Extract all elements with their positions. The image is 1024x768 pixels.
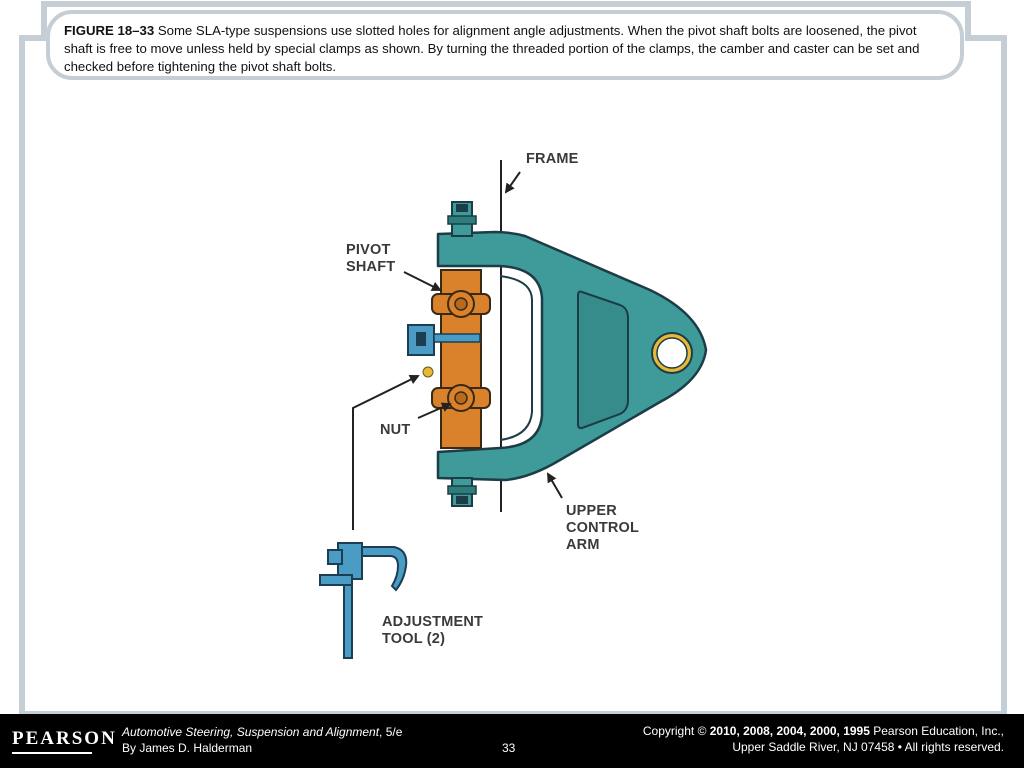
pearson-logo: PEARSON bbox=[12, 728, 117, 749]
figure-caption: FIGURE 18–33 Some SLA-type suspensions u… bbox=[64, 22, 946, 76]
pivot-shaft-leader bbox=[403, 271, 442, 291]
copyright-holder: Pearson Education, Inc., bbox=[869, 724, 1004, 738]
caption-body: Some SLA-type suspensions use slotted ho… bbox=[64, 23, 920, 74]
bottom-bolt bbox=[447, 477, 477, 507]
copyright: Copyright © 2010, 2008, 2004, 2000, 1995… bbox=[643, 723, 1004, 755]
label-frame: FRAME bbox=[526, 151, 579, 167]
book-title-text: Automotive Steering, Suspension and Alig… bbox=[122, 725, 380, 739]
top-bolt bbox=[447, 201, 477, 237]
label-nut: NUT bbox=[380, 422, 411, 438]
copyright-years: 2010, 2008, 2004, 2000, 1995 bbox=[709, 724, 870, 738]
upper-control-arm bbox=[436, 230, 708, 482]
suspension-diagram bbox=[319, 160, 708, 659]
copyright-prefix: Copyright © bbox=[642, 724, 710, 738]
book-title: Automotive Steering, Suspension and Alig… bbox=[122, 725, 402, 739]
author: By James D. Halderman bbox=[122, 741, 253, 755]
small-yellow-dot bbox=[422, 366, 434, 378]
tool-leader bbox=[352, 375, 420, 530]
logo-underline bbox=[12, 752, 92, 754]
book-edition: , 5/e bbox=[379, 725, 403, 739]
nut-leader bbox=[417, 402, 452, 419]
label-adjustment-tool: ADJUSTMENT TOOL (2) bbox=[382, 614, 484, 647]
copyright-line2: Upper Saddle River, NJ 07458 • All right… bbox=[732, 740, 1004, 754]
label-upper-control-arm: UPPER CONTROL ARM bbox=[566, 503, 640, 553]
adjustment-tool bbox=[319, 542, 408, 659]
label-pivot-shaft: PIVOT SHAFT bbox=[346, 242, 396, 275]
upper-arm-leader bbox=[546, 472, 563, 499]
page-number: 33 bbox=[502, 741, 516, 755]
caption-box: FIGURE 18–33 Some SLA-type suspensions u… bbox=[46, 10, 964, 80]
footer-bar: PEARSON Automotive Steering, Suspension … bbox=[0, 714, 1024, 768]
frame-leader bbox=[504, 171, 521, 194]
figure-label: FIGURE 18–33 bbox=[64, 23, 155, 38]
clamp-on-shaft bbox=[407, 324, 481, 356]
pivot-shaft bbox=[431, 269, 491, 449]
